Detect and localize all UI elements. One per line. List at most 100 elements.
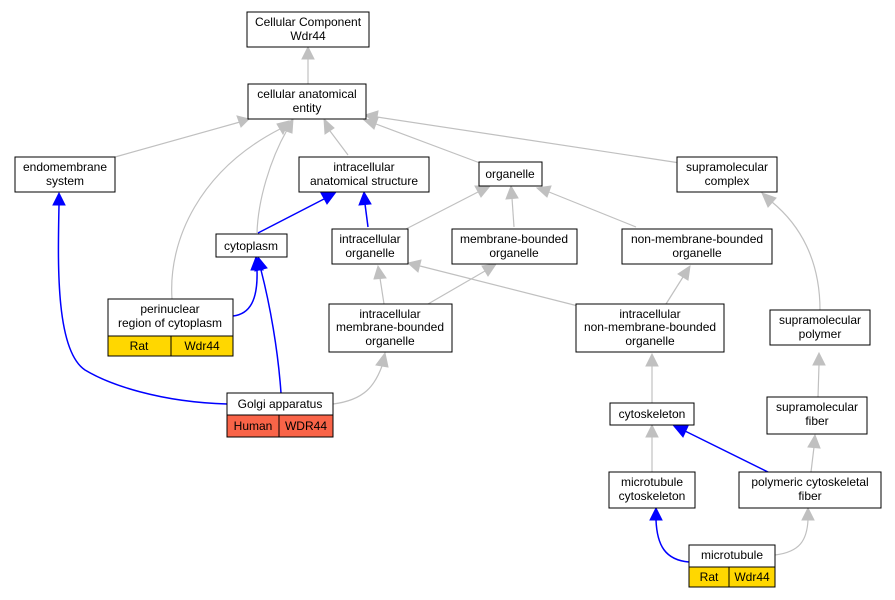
- graph-nodes: Cellular Component Wdr44 cellular anatom…: [14, 11, 882, 588]
- edge-nmbo-to-organelle-arrowhead: [535, 185, 552, 198]
- edge-io-to-organelle: [405, 191, 479, 230]
- node-label: polymer: [799, 327, 842, 341]
- node-label: cytoplasm: [224, 239, 278, 253]
- edge-golgi-to-endomembrane-arrowhead: [52, 191, 66, 206]
- node-label: organelle: [489, 246, 539, 260]
- node-label: organelle: [485, 167, 535, 181]
- edge-mtcytoskeleton-to-cytoskeleton-arrowhead: [645, 423, 659, 438]
- node-label: polymeric cytoskeletal: [751, 475, 868, 489]
- edge-smpolymer-to-smcomplex: [771, 201, 821, 311]
- edge-pcf-to-smfiber-arrowhead: [807, 433, 821, 449]
- node-supramolecular-polymer[interactable]: supramolecular polymer: [769, 309, 871, 346]
- node-label: endomembrane: [23, 160, 107, 174]
- node-perinuclear-region-of-cytoplasm[interactable]: perinuclear region of cytoplasm Rat Wdr4…: [107, 298, 234, 357]
- edge-smcomplex-to-cae-arrowhead: [363, 110, 379, 124]
- edge-cytoplasm-to-cae-arrowhead: [280, 117, 294, 134]
- edge-mbo-to-organelle: [511, 197, 515, 228]
- species-label: Human: [234, 419, 273, 433]
- gene-badge-human: [278, 414, 334, 438]
- edge-microtubule-to-mtcytoskeleton: [655, 519, 690, 563]
- gene-label: WDR44: [285, 419, 327, 433]
- node-intracellular-non-membrane-bounded-organelle[interactable]: intracellular non-membrane-bounded organ…: [575, 303, 725, 353]
- node-microtubule[interactable]: microtubule Rat Wdr44: [688, 544, 776, 588]
- node-intracellular-anatomical-structure[interactable]: intracellular anatomical structure: [298, 156, 430, 193]
- node-label: fiber: [805, 414, 828, 428]
- edge-microtubule-to-pcf-arrowhead: [801, 506, 815, 521]
- node-label: organelle: [625, 334, 675, 348]
- edge-cytoplasm-to-ias-arrowhead: [320, 191, 338, 205]
- edge-imbo-to-mbo-arrowhead: [481, 263, 498, 277]
- node-label: membrane-bounded: [460, 232, 568, 246]
- graph-edges: [52, 45, 826, 563]
- edge-pcf-to-cytoskeleton: [684, 430, 775, 476]
- edge-cae-to-root-arrowhead: [301, 45, 315, 60]
- node-intracellular-membrane-bounded-organelle[interactable]: intracellular membrane-bounded organelle: [328, 303, 453, 353]
- edge-golgi-to-cytoplasm: [260, 269, 282, 394]
- node-label: non-membrane-bounded: [584, 320, 716, 334]
- node-label: cellular anatomical: [257, 87, 356, 101]
- node-label: Wdr44: [290, 29, 326, 43]
- node-polymeric-cytoskeletal-fiber[interactable]: polymeric cytoskeletal fiber: [738, 471, 882, 509]
- node-label: fiber: [798, 489, 821, 503]
- node-non-membrane-bounded-organelle[interactable]: non-membrane-bounded organelle: [621, 228, 773, 265]
- edge-smpolymer-to-smcomplex-arrowhead: [761, 192, 777, 208]
- edge-inmbo-to-nmbo-arrowhead: [677, 264, 691, 281]
- node-golgi-apparatus[interactable]: Golgi apparatus Human WDR44: [226, 392, 334, 438]
- node-label: intracellular: [619, 307, 680, 321]
- edge-microtubule-to-pcf: [774, 519, 809, 556]
- node-label: cytoskeleton: [619, 407, 686, 421]
- edge-io-to-organelle-arrowhead: [474, 185, 492, 198]
- node-label: supramolecular: [686, 160, 768, 174]
- edge-smfiber-to-smpolymer: [817, 364, 820, 398]
- node-label: organelle: [672, 246, 722, 260]
- edge-ias-to-cae-arrowhead: [323, 117, 335, 135]
- node-cellular-component-root[interactable]: Cellular Component Wdr44: [246, 11, 370, 48]
- node-label: supramolecular: [779, 313, 861, 327]
- edge-endomembrane-to-cae-arrowhead: [236, 115, 250, 128]
- node-label: entity: [293, 101, 322, 115]
- edge-perinuclear-to-cae: [171, 128, 281, 300]
- edge-perinuclear-to-cytoplasm: [232, 269, 258, 317]
- edge-cytoskeleton-to-inmbo-arrowhead: [645, 352, 659, 367]
- node-supramolecular-complex[interactable]: supramolecular complex: [676, 156, 778, 193]
- node-label: intracellular: [339, 232, 400, 246]
- node-label: membrane-bounded: [336, 320, 444, 334]
- node-microtubule-cytoskeleton[interactable]: microtubule cytoskeleton: [608, 471, 696, 509]
- edge-microtubule-to-mtcytoskeleton-arrowhead: [649, 506, 663, 521]
- gene-badge-rat: [728, 566, 776, 588]
- edge-smcomplex-to-cae: [376, 116, 681, 164]
- node-intracellular-organelle[interactable]: intracellular organelle: [331, 228, 409, 265]
- node-label: system: [46, 174, 84, 188]
- node-cytoplasm[interactable]: cytoplasm: [215, 233, 288, 258]
- gene-label: Wdr44: [184, 339, 220, 353]
- node-membrane-bounded-organelle[interactable]: membrane-bounded organelle: [451, 228, 578, 265]
- edge-golgi-to-imbo-arrowhead: [375, 351, 389, 368]
- edge-imbo-to-mbo: [427, 270, 486, 305]
- edge-imbo-to-io-arrowhead: [373, 264, 387, 280]
- node-supramolecular-fiber[interactable]: supramolecular fiber: [766, 396, 868, 435]
- edge-pcf-to-smfiber: [810, 446, 815, 473]
- edge-smfiber-to-smpolymer-arrowhead: [812, 351, 826, 366]
- species-label: Rat: [700, 570, 719, 584]
- node-label: supramolecular: [776, 400, 858, 414]
- node-label: perinuclear: [140, 302, 199, 316]
- node-label: intracellular: [333, 160, 394, 174]
- edge-io-to-ias: [364, 203, 369, 228]
- node-cytoskeleton[interactable]: cytoskeleton: [609, 402, 695, 426]
- edge-endomembrane-to-cae: [114, 121, 241, 158]
- node-label: microtubule: [621, 475, 683, 489]
- species-label: Rat: [130, 339, 149, 353]
- node-label: cytoskeleton: [619, 489, 686, 503]
- gene-badge-rat: [170, 335, 234, 357]
- edge-imbo-to-io: [379, 277, 385, 305]
- node-cellular-anatomical-entity[interactable]: cellular anatomical entity: [247, 83, 367, 120]
- edge-mbo-to-organelle-arrowhead: [505, 184, 519, 200]
- node-label: microtubule: [701, 548, 763, 562]
- edge-golgi-to-cytoplasm-arrowhead: [254, 255, 268, 272]
- node-endomembrane-system[interactable]: endomembrane system: [14, 156, 116, 193]
- edge-golgi-to-endomembrane: [57, 204, 228, 405]
- edge-pcf-to-cytoskeleton-arrowhead: [671, 424, 689, 438]
- node-label: Cellular Component: [255, 15, 362, 29]
- node-organelle[interactable]: organelle: [478, 161, 543, 187]
